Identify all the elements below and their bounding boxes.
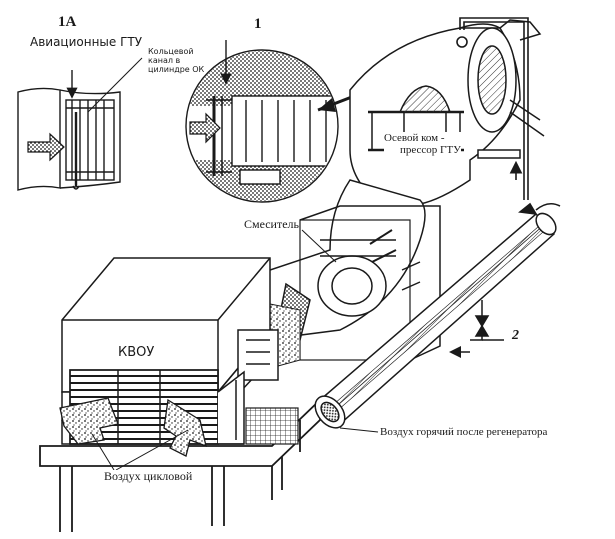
annular-channel-line-1: Кольцевой <box>148 47 194 56</box>
leader-mixer <box>301 229 337 263</box>
cycle-air-inlet-arrows <box>59 397 207 471</box>
annular-channel-line-3: цилиндре ОК <box>148 64 205 74</box>
leader-hot-air <box>339 427 379 433</box>
panel-1a-number: 1А <box>58 14 77 30</box>
compressor-line-2: прессор ГТУ <box>400 144 461 157</box>
compressor-label: Осевой ком - прессор ГТУ <box>384 132 461 157</box>
panel-1-number: 1 <box>254 16 262 32</box>
compressor-line-1: Осевой ком - <box>384 132 445 144</box>
panel-1a-inlet-arrow <box>27 132 65 162</box>
kvou-label: КВОУ <box>118 345 155 360</box>
panel-1a-detail <box>17 70 121 191</box>
kvou-base-frame <box>39 397 321 532</box>
compressor-body <box>349 19 545 205</box>
kvou-floor-grate <box>245 407 299 445</box>
annular-channel-line-2: канал в <box>148 55 181 65</box>
hot-air-pipe <box>314 212 557 429</box>
leader-annular-channel <box>87 57 143 113</box>
return-line-2 <box>449 300 504 358</box>
bleed-air-piping <box>456 17 561 215</box>
mixer-label: Смеситель <box>244 217 300 232</box>
panel-1a-title: Авиационные ГТУ <box>30 35 143 49</box>
panel-1-inlet-arrow <box>189 112 221 144</box>
cycle-air-label: Воздух цикловой <box>104 469 193 484</box>
annular-channel-label: Кольцевой канал в цилиндре ОК <box>148 47 205 74</box>
hot-air-label: Воздух горячий после регенератора <box>380 426 548 439</box>
callout-2: 2 <box>512 328 519 343</box>
